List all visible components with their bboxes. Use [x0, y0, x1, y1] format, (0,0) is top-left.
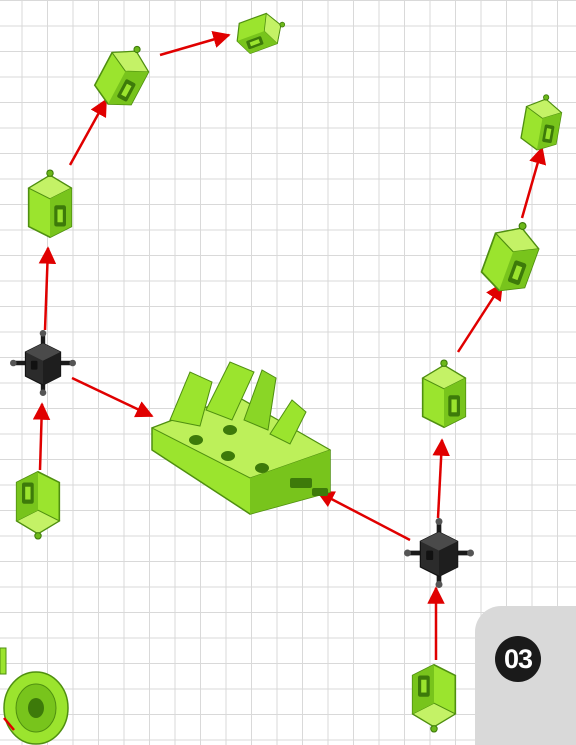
- green-rod-piece-icon: [519, 92, 564, 153]
- green-rod-piece-icon: [29, 170, 72, 237]
- green-rod-piece-icon: [413, 665, 456, 732]
- green-rod-piece-icon: [478, 215, 546, 298]
- arrow-left-cube-to-part: [45, 248, 48, 330]
- green-pulley-wheel-icon: [4, 672, 68, 744]
- green-rod-piece-icon: [17, 472, 60, 539]
- arrow-right-cube-to-part: [438, 440, 442, 518]
- arrow-left-cube-to-fan: [72, 378, 152, 416]
- arrow-right-cube-to-fan: [318, 492, 410, 540]
- green-rod-piece-icon: [0, 648, 6, 674]
- green-rod-piece-icon: [423, 360, 466, 427]
- arrow-right-mid-to-top: [522, 148, 542, 218]
- arrow-top-left-to-top-right: [160, 35, 229, 55]
- step-number-badge: 03: [495, 636, 541, 682]
- green-fan-base-icon: [152, 362, 330, 514]
- black-cube-connector-icon: [404, 518, 474, 588]
- arrow-left-part-to-top: [70, 100, 106, 165]
- black-cube-connector-icon: [10, 330, 76, 396]
- green-rod-piece-icon: [232, 9, 290, 56]
- green-rod-piece-icon: [90, 37, 157, 114]
- arrow-right-part-to-mid: [458, 284, 502, 352]
- arrows: [40, 35, 542, 660]
- arrow-left-bottom-to-cube: [40, 404, 42, 470]
